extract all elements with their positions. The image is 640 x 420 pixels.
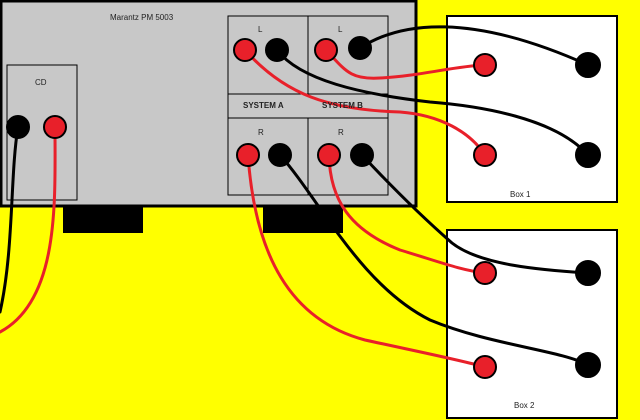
- channel-label-l-b: L: [338, 25, 343, 34]
- box-1-lower-positive: [473, 143, 497, 167]
- channel-label-r-b: R: [338, 128, 344, 137]
- speaker-box-2: [446, 229, 618, 419]
- terminal-l-b-positive: [314, 38, 338, 62]
- amplifier-title: Marantz PM 5003: [110, 13, 174, 22]
- cable-l-b-red: [324, 48, 487, 80]
- terminal-r-a-positive: [236, 143, 260, 167]
- amp-foot-left: [63, 206, 143, 233]
- box-2-upper-positive: [473, 261, 497, 285]
- cable-r-a-red: [246, 153, 487, 369]
- cable-r-b-black: [360, 153, 590, 275]
- amplifier-body: [0, 0, 418, 208]
- box-1-upper-negative: [575, 52, 601, 78]
- system-b-label: SYSTEM B: [322, 101, 363, 110]
- speaker-box-1: [446, 15, 618, 203]
- channel-label-l-a: L: [258, 25, 263, 34]
- amplifier: Marantz PM 5003 CD L L R R: [0, 0, 418, 208]
- channel-label-r-a: R: [258, 128, 264, 137]
- box-2-lower-positive: [473, 355, 497, 379]
- cable-r-a-black: [278, 153, 590, 367]
- system-a-label: SYSTEM A: [243, 101, 284, 110]
- cable-cd-red: [0, 125, 57, 334]
- cd-label: CD: [35, 78, 47, 87]
- cd-input-panel: [6, 64, 78, 201]
- terminal-l-b-negative: [348, 36, 372, 60]
- cable-cd-black: [0, 125, 20, 314]
- terminal-l-a-negative: [265, 38, 289, 62]
- cable-r-b-red: [327, 153, 487, 275]
- cable-l-a-red: [243, 48, 487, 157]
- terminal-r-b-positive: [317, 143, 341, 167]
- box-1-upper-positive: [473, 53, 497, 77]
- terminal-r-b-negative: [350, 143, 374, 167]
- box-2-lower-negative: [575, 352, 601, 378]
- system-label-strip: [227, 93, 389, 119]
- cable-l-a-black: [275, 48, 590, 157]
- box-2-label: Box 2: [514, 401, 535, 410]
- cd-terminal-negative: [6, 115, 30, 139]
- amp-foot-right: [263, 206, 343, 233]
- terminal-l-a-positive: [233, 38, 257, 62]
- cable-l-b-black: [358, 25, 590, 67]
- box-2-upper-negative: [575, 260, 601, 286]
- terminal-r-a-negative: [268, 143, 292, 167]
- cd-terminal-positive: [43, 115, 67, 139]
- box-1-lower-negative: [575, 142, 601, 168]
- box-1-label: Box 1: [510, 190, 531, 199]
